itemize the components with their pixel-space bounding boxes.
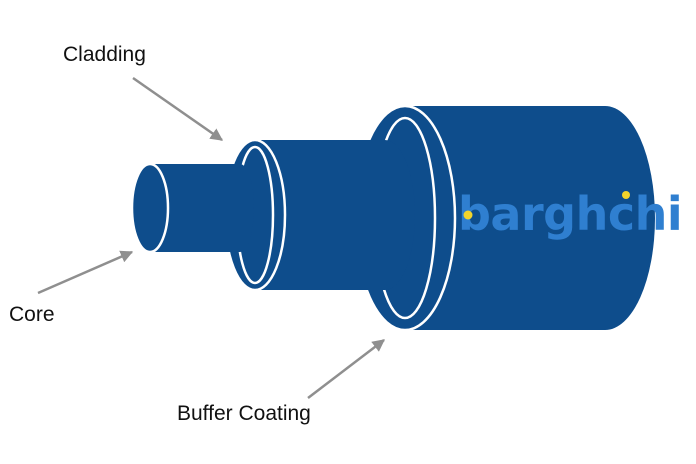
buffer-coating-label: Buffer Coating xyxy=(177,402,311,425)
core-layer xyxy=(130,162,254,254)
core-body xyxy=(150,164,254,252)
logo-dot-left xyxy=(463,210,473,220)
buffer-coating-body xyxy=(405,106,655,330)
core-face xyxy=(130,162,170,254)
cladding-layer xyxy=(223,138,415,292)
cladding-label: Cladding xyxy=(63,43,146,66)
buffer-coating-arrow xyxy=(307,339,385,399)
barghchi-logo: barghchi xyxy=(458,187,683,241)
core-arrow xyxy=(37,250,134,295)
logo-dot-i xyxy=(622,191,630,199)
cladding-arrow xyxy=(132,76,224,142)
cladding-body xyxy=(255,140,415,290)
core-label: Core xyxy=(9,303,55,326)
logo-text: barghchi xyxy=(458,187,682,241)
